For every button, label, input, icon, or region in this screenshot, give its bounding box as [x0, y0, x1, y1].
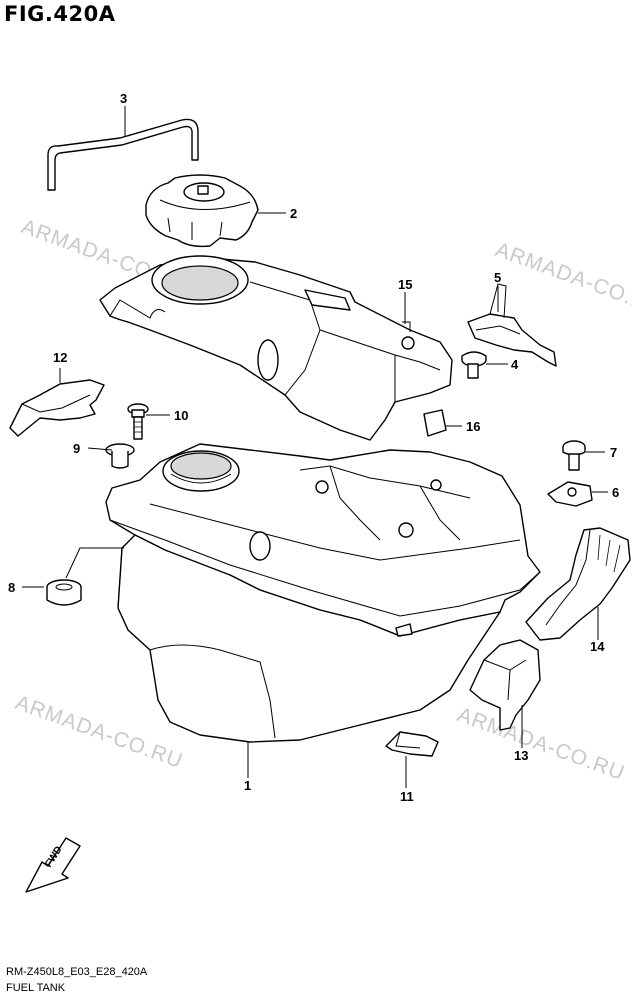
bolt-part-7 [562, 440, 586, 471]
heat-shield-part-14 [525, 527, 631, 641]
callout-8: 8 [8, 580, 15, 595]
figure-title: FIG.420A [4, 2, 116, 26]
bracket-part-5 [467, 283, 557, 367]
cushion-part-16 [423, 409, 447, 437]
bolt-part-10 [127, 403, 149, 440]
callout-2: 2 [290, 206, 297, 221]
callout-1: 1 [244, 778, 251, 793]
callout-12: 12 [53, 350, 67, 365]
callout-labels: 3 2 15 5 4 12 10 9 16 7 6 8 1 14 13 11 [8, 91, 619, 804]
callout-14: 14 [590, 639, 605, 654]
collar-part-9 [105, 443, 135, 469]
callout-16: 16 [466, 419, 480, 434]
callout-10: 10 [174, 408, 188, 423]
watermark-5: ARMADA-CO.RU [454, 703, 628, 785]
callout-9: 9 [73, 441, 80, 456]
clip-part-11 [385, 731, 439, 757]
fwd-arrow-icon: FWD [25, 837, 81, 893]
fuel-cap-part [145, 174, 259, 248]
bracket-part-12 [9, 379, 105, 437]
bracket-part-13 [469, 639, 541, 731]
figure-code: RM-Z450L8_E03_E28_420A [6, 966, 148, 978]
nut-plate-part-6 [547, 481, 593, 507]
grommet-part-8 [46, 579, 82, 606]
callout-5: 5 [494, 270, 501, 285]
screw-part-4 [461, 351, 487, 379]
callout-3: 3 [120, 91, 127, 106]
callout-7: 7 [610, 445, 617, 460]
callout-4: 4 [511, 357, 519, 372]
callout-6: 6 [612, 485, 619, 500]
callout-13: 13 [514, 748, 528, 763]
watermark-2: ARMADA-CO.RU [492, 238, 632, 320]
leader-lines [22, 106, 608, 788]
tank-cover-part [99, 255, 453, 441]
callout-15: 15 [398, 277, 412, 292]
figure-caption: FUEL TANK [6, 982, 66, 994]
fuel-tank-part [105, 443, 541, 743]
callout-11: 11 [400, 789, 414, 804]
breather-hose-part [47, 118, 199, 191]
